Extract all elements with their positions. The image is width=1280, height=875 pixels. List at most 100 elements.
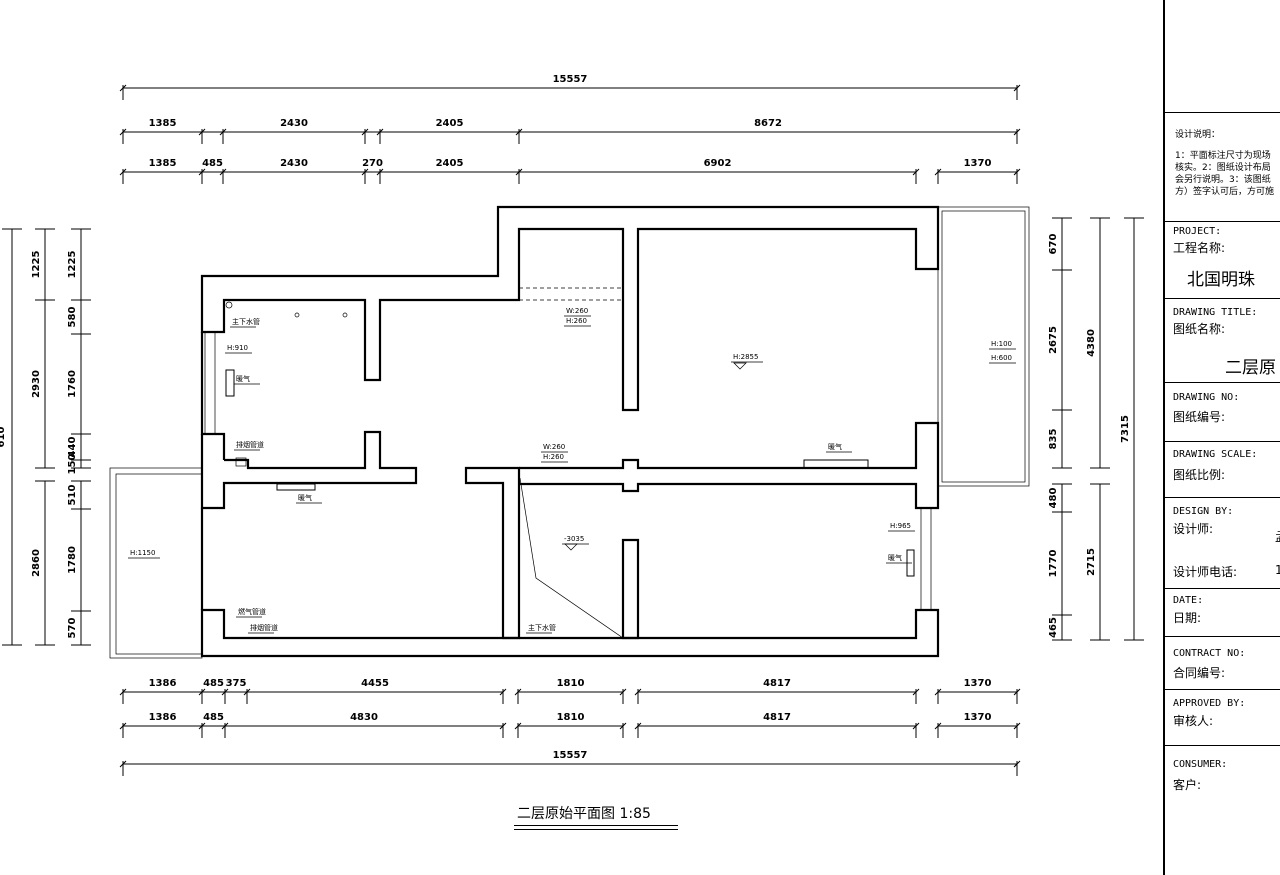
annotation-h600: H:600 xyxy=(991,354,1012,362)
wall-outlines xyxy=(109,205,1030,659)
drawing-scale-label-en: DRAWING SCALE: xyxy=(1173,449,1258,460)
dim-right-inner-a-label: 670 xyxy=(1048,234,1059,255)
dim-bottom-row1-slash xyxy=(243,688,251,696)
annotation-heat3: 暖气 xyxy=(828,442,842,451)
dim-bottom-row1-slash xyxy=(499,688,507,696)
dim-left-inner-b-label: 570 xyxy=(67,618,78,639)
dim-bottom-row2b-slash xyxy=(619,722,627,730)
dim-left-inner-a-label: 440 xyxy=(67,437,78,458)
dim-left-mid-a-label: 2930 xyxy=(31,370,42,398)
dim-bottom-row1-label: 485 xyxy=(203,678,224,689)
tb-divider xyxy=(1165,112,1280,113)
dim-bottom-row1b-label: 1810 xyxy=(557,678,585,689)
annotation-heat2: 暖气 xyxy=(298,493,312,502)
dim-top-row2-slash xyxy=(361,168,369,176)
dim-left-inner-a-label: 1225 xyxy=(67,251,78,279)
annotation-heat4: 暖气 xyxy=(888,553,902,562)
dim-bottom-row2c-slash xyxy=(912,722,920,730)
dim-bottom-row1-slash xyxy=(198,688,206,696)
dim-right-inner-b-label: 1770 xyxy=(1048,550,1059,578)
dim-bottom-row1-slash xyxy=(119,688,127,696)
pipe xyxy=(225,301,233,309)
dim-top-row1-label: 2405 xyxy=(436,118,464,129)
project-label-zh: 工程名称: xyxy=(1173,241,1226,255)
dim-bottom-row1c-slash xyxy=(912,688,920,696)
project-label-en: PROJECT: xyxy=(1173,226,1222,237)
plan-title-underline xyxy=(514,825,678,826)
balcony-bottom-left xyxy=(109,467,203,659)
dim-bottom-total-label: 15557 xyxy=(553,750,588,761)
dim-top-row1-slash xyxy=(515,128,523,136)
dim-left-mid-a-label: 1225 xyxy=(31,251,42,279)
dim-bottom-row2-slash xyxy=(119,722,127,730)
dim-top-row2-label: 6902 xyxy=(704,158,732,169)
dim-top-row1-slash xyxy=(119,128,127,136)
dim-bottom-row2-label: 1386 xyxy=(149,712,177,723)
design-notes: 设计说明： 1：平面标注尺寸为现场 核实。2：图纸设计布局 会另行说明。3：该图… xyxy=(1175,130,1280,198)
tb-divider xyxy=(1165,382,1280,383)
annotation-h965: H:965 xyxy=(890,522,911,530)
design-notes-line: 会另行说明。3：该图纸 xyxy=(1175,175,1271,185)
window-right xyxy=(920,507,932,611)
tb-divider xyxy=(1165,588,1280,589)
dim-left-inner-a-label: 150 xyxy=(67,454,78,475)
dim-right-inner-a-label: 835 xyxy=(1048,429,1059,450)
date-label-en: DATE: xyxy=(1173,595,1204,606)
radiator xyxy=(276,483,316,491)
annotation-smoke2: 排烟管道 xyxy=(250,623,278,632)
dim-bottom-row2b-label: 1810 xyxy=(557,712,585,723)
balcony-bottom-left-inner xyxy=(115,473,203,655)
tb-divider xyxy=(1165,636,1280,637)
dim-left-inner-a-label: 1760 xyxy=(67,370,78,398)
plan-title-underline-2 xyxy=(514,829,678,830)
annotation-smoke1: 排烟管道 xyxy=(236,440,264,449)
dim-bottom-row1d-label: 1370 xyxy=(964,678,992,689)
plan-title: 二层原始平面图 1:85 xyxy=(517,806,651,822)
design-notes-line: 核实。2：图纸设计布局 xyxy=(1175,163,1271,173)
design-by-label-en: DESIGN BY: xyxy=(1173,506,1234,517)
dim-bottom-row2-slash xyxy=(499,722,507,730)
dim-top-row2-slash xyxy=(912,168,920,176)
project-value: 北国明珠 xyxy=(1187,270,1255,290)
dim-bottom-row1-label: 4455 xyxy=(361,678,389,689)
annotation-h1150: H:1150 xyxy=(130,549,155,557)
drawing-no-label-en: DRAWING NO: xyxy=(1173,392,1240,403)
radiator xyxy=(803,459,869,469)
drawing-title-label-zh: 图纸名称: xyxy=(1173,322,1226,336)
drawing-no-label-zh: 图纸编号: xyxy=(1173,410,1226,424)
drawing-scale-label-zh: 图纸比例: xyxy=(1173,468,1226,482)
pipe xyxy=(342,312,348,318)
dim-top-row1-label: 2430 xyxy=(280,118,308,129)
dim-top-row2-slash xyxy=(515,168,523,176)
dim-bottom-row1b-slash xyxy=(619,688,627,696)
wall-segment xyxy=(200,608,940,658)
designer-value: 孟 xyxy=(1275,528,1280,545)
design-notes-label: 设计说明： xyxy=(1175,130,1221,140)
level-marker xyxy=(733,362,747,370)
dim-bottom-total-slash xyxy=(1013,760,1021,768)
dim-top-row2-label: 270 xyxy=(362,158,383,169)
dim-top-row2b-label: 1370 xyxy=(964,158,992,169)
annotation-gas: 燃气管道 xyxy=(238,607,266,616)
dim-bottom-row2d-label: 1370 xyxy=(964,712,992,723)
dim-top-row1-slash xyxy=(1013,128,1021,136)
dim-top-total-label: 15557 xyxy=(553,74,588,85)
dim-bottom-row2-slash xyxy=(198,722,206,730)
wall-segment xyxy=(621,538,640,640)
consumer-label-zh: 客户: xyxy=(1173,778,1202,792)
designer-phone-label: 设计师电话: xyxy=(1173,565,1238,579)
dim-top-row2-slash xyxy=(198,168,206,176)
dim-bottom-row2-slash xyxy=(221,722,229,730)
dim-bottom-row1c-slash xyxy=(634,688,642,696)
dim-right-inner-b-label: 465 xyxy=(1048,617,1059,638)
dim-bottom-row2d-slash xyxy=(934,722,942,730)
dim-bottom-row1-slash xyxy=(221,688,229,696)
dim-top-row1-label: 1385 xyxy=(149,118,177,129)
annotation-w260b: W:260 xyxy=(543,443,565,451)
dim-top-row2-slash xyxy=(376,168,384,176)
wall-segment xyxy=(464,466,521,640)
tb-divider xyxy=(1165,298,1280,299)
dim-top-row2-slash xyxy=(119,168,127,176)
